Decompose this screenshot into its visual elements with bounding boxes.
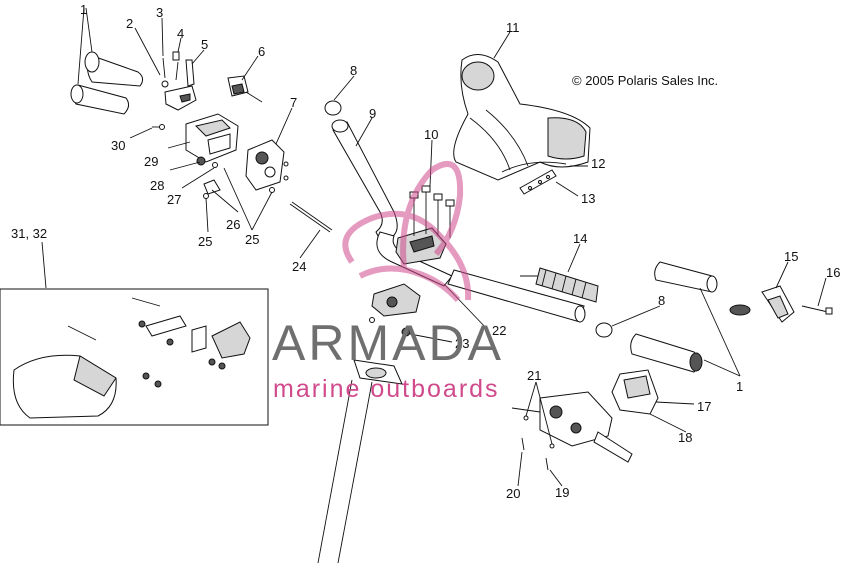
callout-4: 4 xyxy=(177,26,184,41)
callout-17: 17 xyxy=(697,399,711,414)
lower-clamp-22 xyxy=(369,283,421,323)
callout-10: 10 xyxy=(424,127,438,142)
screw-parts-2-3 xyxy=(161,51,180,88)
screw-21a xyxy=(523,415,529,421)
throttle-housing-17 xyxy=(611,369,659,415)
callout-26: 26 xyxy=(226,217,240,232)
right-grip-upper xyxy=(654,261,718,293)
callout-16: 16 xyxy=(826,265,840,280)
plug-8-right xyxy=(595,322,613,338)
callout-5: 5 xyxy=(201,37,208,52)
screw-20 xyxy=(521,437,525,451)
callout-13: 13 xyxy=(581,191,595,206)
callout-18: 18 xyxy=(678,430,692,445)
callout-6: 6 xyxy=(258,44,265,59)
right-grip-lower xyxy=(630,333,703,373)
control-switch-7 xyxy=(245,139,289,191)
bracket-13 xyxy=(519,169,557,195)
callout-28: 28 xyxy=(150,178,164,193)
callout-25-left: 25 xyxy=(198,234,212,249)
callout-24: 24 xyxy=(292,259,306,274)
callout-2: 2 xyxy=(126,16,133,31)
callout-22: 22 xyxy=(492,323,506,338)
screw-25a xyxy=(203,193,209,199)
callout-1-left: 1 xyxy=(80,2,87,17)
screw-21b xyxy=(549,443,555,449)
wire-12 xyxy=(501,161,567,173)
callout-labels: 1 2 3 4 5 6 7 8 9 10 11 12 13 14 15 16 8… xyxy=(11,2,840,501)
watermark-logo xyxy=(342,161,472,303)
watermark-brand: ARMADA xyxy=(272,315,504,371)
callout-1-right: 1 xyxy=(736,379,743,394)
callout-30: 30 xyxy=(111,138,125,153)
callout-20: 20 xyxy=(506,486,520,501)
callout-21: 21 xyxy=(527,368,541,383)
screw-16 xyxy=(801,305,829,313)
cable-24 xyxy=(289,203,331,233)
callout-15: 15 xyxy=(784,249,798,264)
throttle-bracket-5 xyxy=(164,59,197,111)
nut-23 xyxy=(401,327,411,337)
callout-11: 11 xyxy=(506,20,520,35)
callout-14: 14 xyxy=(573,231,587,246)
callout-25-right: 25 xyxy=(245,232,259,247)
watermark: ARMADA marine outboards xyxy=(272,161,504,403)
steering-post xyxy=(317,359,403,563)
callout-31-32: 31, 32 xyxy=(11,226,47,241)
nut-28 xyxy=(196,156,206,166)
plug-8-upper xyxy=(324,100,342,116)
grip-14 xyxy=(520,267,599,303)
copyright-text: © 2005 Polaris Sales Inc. xyxy=(572,73,718,88)
leader-lines xyxy=(41,7,827,487)
callout-19: 19 xyxy=(555,485,569,500)
callout-7: 7 xyxy=(290,95,297,110)
bar-end-15 xyxy=(729,285,795,323)
cap-26 xyxy=(203,179,221,195)
left-grip-upper xyxy=(84,51,144,87)
callout-12: 12 xyxy=(591,156,605,171)
left-grip-lower xyxy=(70,84,130,115)
callout-23: 23 xyxy=(455,336,469,351)
throttle-block-18 xyxy=(511,391,633,463)
callout-8-upper: 8 xyxy=(350,63,357,78)
callout-29: 29 xyxy=(144,154,158,169)
watermark-tagline: marine outboards xyxy=(273,375,500,403)
inset-detail xyxy=(0,288,269,426)
screw-25b xyxy=(269,187,275,193)
callout-9: 9 xyxy=(369,106,376,121)
clip-6 xyxy=(227,75,263,103)
callout-27: 27 xyxy=(167,192,181,207)
screw-19 xyxy=(545,457,549,471)
screw-27 xyxy=(212,162,218,168)
switch-housing-29 xyxy=(185,113,239,163)
callout-8-right: 8 xyxy=(658,293,665,308)
callout-3: 3 xyxy=(156,5,163,20)
hood-cover-11 xyxy=(453,54,591,181)
